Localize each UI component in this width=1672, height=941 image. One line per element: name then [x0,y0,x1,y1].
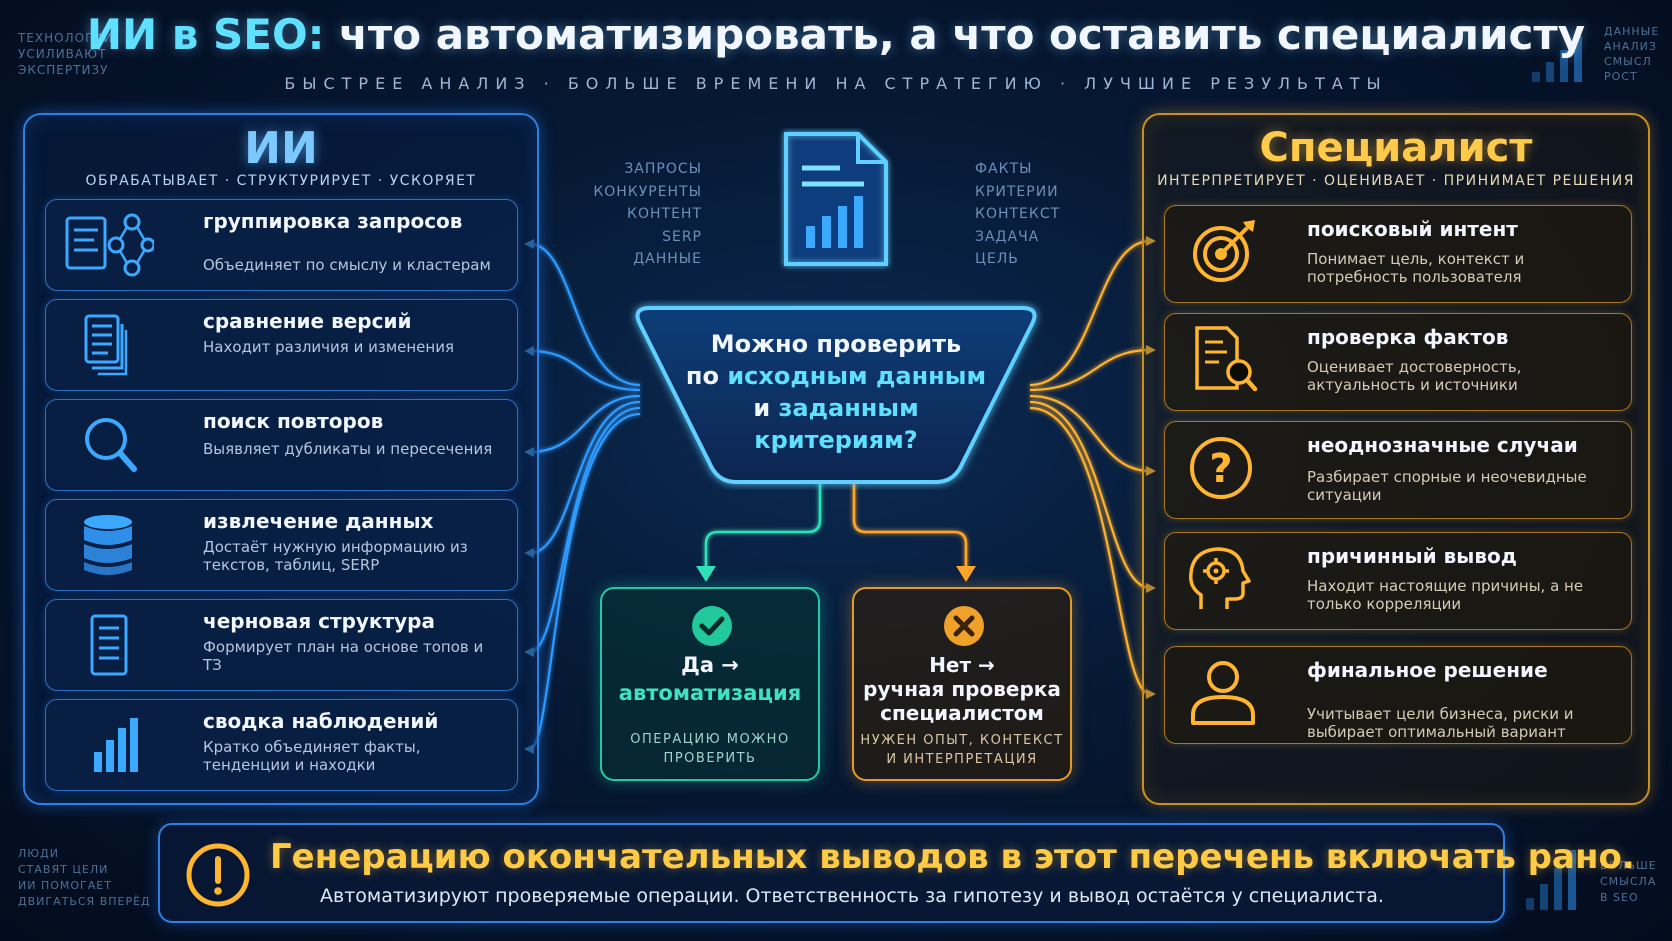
ai-card-desc: Формирует план на основе топов и ТЗ [203,638,484,674]
ai-card-clustering: группировка запросов Объединяет по смысл… [45,199,518,291]
ai-panel-title: ИИ [244,123,318,174]
svg-text:?: ? [1209,446,1232,492]
ai-card-title: сравнение версий [203,309,412,333]
specialist-card-causal: причинный вывод Находит настоящие причин… [1164,532,1632,630]
page-title: ИИ в SEO: что автоматизировать, а что ос… [0,10,1672,59]
no-label: Нет → [929,653,995,677]
ai-card-data-extraction: извлечение данных Достаёт нужную информа… [45,499,518,591]
decision-question: Можно проверить по исходным данным и зад… [650,328,1022,456]
corner-note-bottom-right: БОЛЬШЕ СМЫСЛА В SEO [1600,859,1657,904]
yes-branch-line [704,480,822,570]
cross-icon [944,606,984,646]
ai-card-draft-structure: черновая структура Формирует план на осн… [45,599,518,691]
yes-label: Да → [681,653,739,677]
ai-card-title: извлечение данных [203,509,434,533]
specialist-card-fact-check: проверка фактов Оценивает достоверность,… [1164,313,1632,411]
ai-connectors [529,242,641,751]
corner-note-top-right: ДАННЫЕ АНАЛИЗ СМЫСЛ РОСТ [1604,25,1660,83]
ai-card-title: черновая структура [203,609,435,633]
yes-action: автоматизация [618,681,802,705]
no-branch-line [852,480,968,570]
corner-bars-icon-top-right [1532,36,1582,82]
specialist-card-final-decision: финальное решение Учитывает цели бизнеса… [1164,646,1632,744]
warning-banner-text: Автоматизируют проверяемые операции. Отв… [320,885,1384,907]
check-icon [692,606,732,646]
specialist-card-title: неоднозначные случаи [1307,433,1578,457]
warning-banner-title: Генерацию окончательных выводов в этот п… [270,837,1635,877]
no-result-box: Нет → ручная проверка специалистом НУЖЕН… [852,587,1072,781]
specialist-card-intent: поисковый интент Понимает цель, контекст… [1164,205,1632,303]
specialist-panel-title: Специалист [1259,125,1533,171]
head-gear-icon [1188,547,1251,609]
specialist-card-ambiguous: ? неоднозначные случаи Разбирает спорные… [1164,421,1632,519]
ai-card-version-compare: сравнение версий Находит различия и изме… [45,299,518,391]
ai-card-title: группировка запросов [203,209,463,233]
page-title-highlight: ИИ в SEO: [86,10,325,59]
ai-panel-subtitle: ОБРАБАТЫВАЕТ · СТРУКТУРИРУЕТ · УСКОРЯЕТ [85,173,477,189]
ai-card-duplicates: поиск повторов Выявляет дубликаты и пере… [45,399,518,491]
target-icon [1193,220,1255,282]
clustering-icon [65,213,154,277]
specialist-panel-subtitle: ИНТЕРПРЕТИРУЕТ · ОЦЕНИВАЕТ · ПРИНИМАЕТ Р… [1157,173,1635,189]
no-action: ручная проверка специалистом [863,677,1061,725]
ai-card-desc: Выявляет дубликаты и пересечения [203,440,493,458]
specialist-card-title: финальное решение [1307,658,1548,682]
corner-note-top-left: ТЕХНОЛОГИИ УСИЛИВАЮТ ЭКСПЕРТИЗУ [18,31,114,77]
specialist-card-desc: Понимает цель, контекст и потребность по… [1307,250,1525,286]
decision-funnel [635,306,1037,484]
database-icon [84,515,132,575]
page-title-rest: что автоматизировать, а что оставить спе… [324,10,1586,59]
yes-result-box: Да → автоматизация ОПЕРАЦИЮ МОЖНО ПРОВЕР… [600,587,820,781]
person-icon [1191,661,1255,725]
document-search-icon [1195,326,1258,392]
report-document-icon [784,132,888,266]
document-icon [90,614,128,676]
specialist-card-title: поисковый интент [1307,217,1518,241]
specialist-connector-arrows [1146,236,1156,699]
yes-branch-arrow [696,566,716,582]
ai-card-summary: сводка наблюдений Кратко объединяет факт… [45,699,518,791]
decision-question-line2: по исходным данным [685,362,987,390]
inputs-right-list: ФАКТЫ КРИТЕРИИ КОНТЕКСТ ЗАДАЧА ЦЕЛЬ [975,161,1061,267]
ai-card-desc: Кратко объединяет факты, тенденции и нах… [203,738,421,774]
ai-card-desc: Находит различия и изменения [203,338,454,356]
decision-question-line3: и заданным [753,394,919,422]
specialist-card-title: причинный вывод [1307,544,1517,568]
specialist-connectors [1029,239,1151,696]
ai-card-title: сводка наблюдений [203,709,439,733]
corner-bars-icon-bottom-right [1526,850,1576,910]
yes-note: ОПЕРАЦИЮ МОЖНО ПРОВЕРИТЬ [630,732,790,766]
no-note: НУЖЕН ОПЫТ, КОНТЕКСТ И ИНТЕРПРЕТАЦИЯ [860,733,1064,767]
corner-note-bottom-left: ЛЮДИ СТАВЯТ ЦЕЛИ ИИ ПОМОГАЕТ ДВИГАТЬСЯ В… [18,847,151,908]
specialist-panel: Специалист ИНТЕРПРЕТИРУЕТ · ОЦЕНИВАЕТ · … [1142,113,1650,805]
inputs-left-list: ЗАПРОСЫ КОНКУРЕНТЫ КОНТЕНТ SERP ДАННЫЕ [593,161,702,267]
documents-icon [84,314,128,376]
ai-card-desc: Достаёт нужную информацию из текстов, та… [203,538,468,574]
ai-panel: ИИ ОБРАБАТЫВАЕТ · СТРУКТУРИРУЕТ · УСКОРЯ… [23,113,539,805]
page-subtitle: БЫСТРЕЕ АНАЛИЗ · БОЛЬШЕ ВРЕМЕНИ НА СТРАТ… [284,74,1388,93]
ai-card-desc: Объединяет по смыслу и кластерам [203,256,491,274]
magnifier-icon [85,418,137,472]
question-icon: ? [1190,437,1252,499]
bar-chart-icon [94,718,138,772]
warning-banner: Генерацию окончательных выводов в этот п… [158,823,1635,923]
no-branch-arrow [956,566,976,582]
specialist-card-desc: Учитывает цели бизнеса, риски и выбирает… [1307,705,1574,741]
warning-icon [186,843,250,907]
specialist-card-desc: Оценивает достоверность, актуальность и … [1307,358,1522,394]
ai-card-title: поиск повторов [203,409,384,433]
specialist-card-desc: Находит настоящие причины, а не только к… [1307,577,1584,613]
specialist-card-desc: Разбирает спорные и неочевидные ситуации [1307,468,1587,504]
specialist-card-title: проверка фактов [1307,325,1509,349]
